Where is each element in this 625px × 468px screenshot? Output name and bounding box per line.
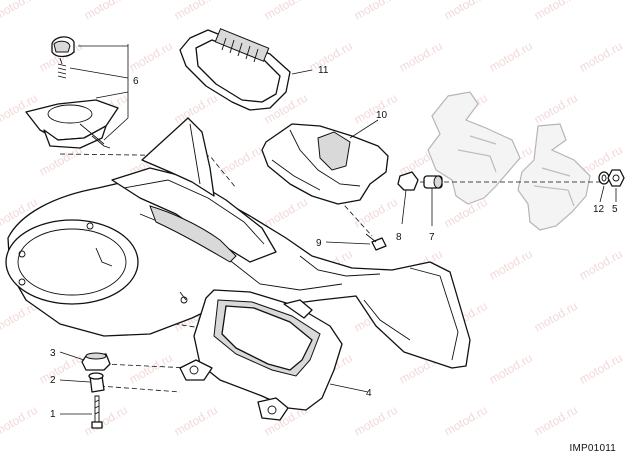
leader-2	[59, 379, 91, 383]
watermark-text: motod.ru	[577, 247, 625, 283]
watermark-text: motod.ru	[577, 39, 625, 75]
watermark-text: motod.ru	[442, 403, 490, 439]
watermark-text: motod.ru	[172, 403, 220, 439]
callout-5: 5	[612, 204, 618, 215]
callout-11: 11	[318, 65, 329, 76]
watermark-text: motod.ru	[487, 247, 535, 283]
callout-8: 8	[396, 232, 402, 243]
watermark-text: motod.ru	[82, 403, 130, 439]
watermark-text: motod.ru	[442, 0, 490, 23]
leader-3	[59, 351, 85, 361]
watermark-text: motod.ru	[262, 195, 310, 231]
watermark-text: motod.ru	[307, 39, 355, 75]
callout-6: 6	[133, 76, 139, 87]
spacer	[423, 175, 443, 226]
watermark-text: motod.ru	[172, 91, 220, 127]
watermark-text: motod.ru	[532, 403, 580, 439]
watermark-text: motod.ru	[487, 39, 535, 75]
watermark-text: motod.ru	[577, 351, 625, 387]
watermark-text: motod.ru	[127, 39, 175, 75]
leader-4	[329, 383, 369, 393]
dashboard-cover	[261, 119, 389, 205]
grommet	[59, 351, 111, 371]
instrument-frame	[179, 28, 313, 111]
drawing-code: IMP01011	[569, 443, 616, 454]
callout-10: 10	[376, 110, 388, 121]
watermark-text: motod.ru	[82, 0, 130, 23]
leader-11	[291, 69, 313, 75]
support-bracket	[5, 117, 471, 369]
instrument-panel	[179, 289, 369, 421]
washer	[598, 171, 610, 203]
watermark-text: motod.ru	[352, 0, 400, 23]
leader-8	[401, 189, 407, 225]
nut	[607, 169, 625, 202]
watermark-text: motod.ru	[0, 403, 40, 439]
frame-led-strip	[214, 28, 270, 63]
watermark-text: motod.ru	[532, 0, 580, 23]
watermark-text: motod.ru	[262, 0, 310, 23]
clip	[397, 171, 419, 225]
assembly-axis-line-mount	[59, 153, 237, 189]
watermark-text: motod.ru	[532, 299, 580, 335]
leader-9	[325, 241, 371, 245]
mount-plate-assembly	[25, 36, 129, 149]
leader-10	[349, 119, 379, 139]
callout-4: 4	[366, 388, 372, 399]
callout-3: 3	[50, 348, 56, 359]
leader-6	[69, 44, 129, 141]
watermark-text: motod.ru	[0, 0, 40, 23]
callout-12: 12	[593, 204, 605, 215]
callout-2: 2	[50, 375, 56, 386]
watermark-text: motod.ru	[127, 351, 175, 387]
fork-yoke-left-ghost	[427, 91, 521, 205]
fork-yoke-right-ghost	[517, 123, 591, 231]
assembly-axis-line-grommet	[99, 363, 191, 393]
bushing	[59, 372, 105, 393]
callout-7: 7	[429, 232, 435, 243]
screw-9	[325, 233, 387, 251]
watermark-text: motod.ru	[172, 0, 220, 23]
watermark-text: motod.ru	[352, 403, 400, 439]
screw-1	[60, 395, 103, 429]
callout-1: 1	[50, 409, 56, 420]
callout-9: 9	[316, 238, 322, 249]
watermark-text: motod.ru	[487, 351, 535, 387]
assembly-axis-line-bolt	[317, 175, 373, 237]
watermark-text: motod.ru	[397, 39, 445, 75]
watermark-text: motod.ru	[532, 91, 580, 127]
watermark-text: motod.ru	[622, 0, 625, 23]
leader-12	[599, 185, 605, 203]
